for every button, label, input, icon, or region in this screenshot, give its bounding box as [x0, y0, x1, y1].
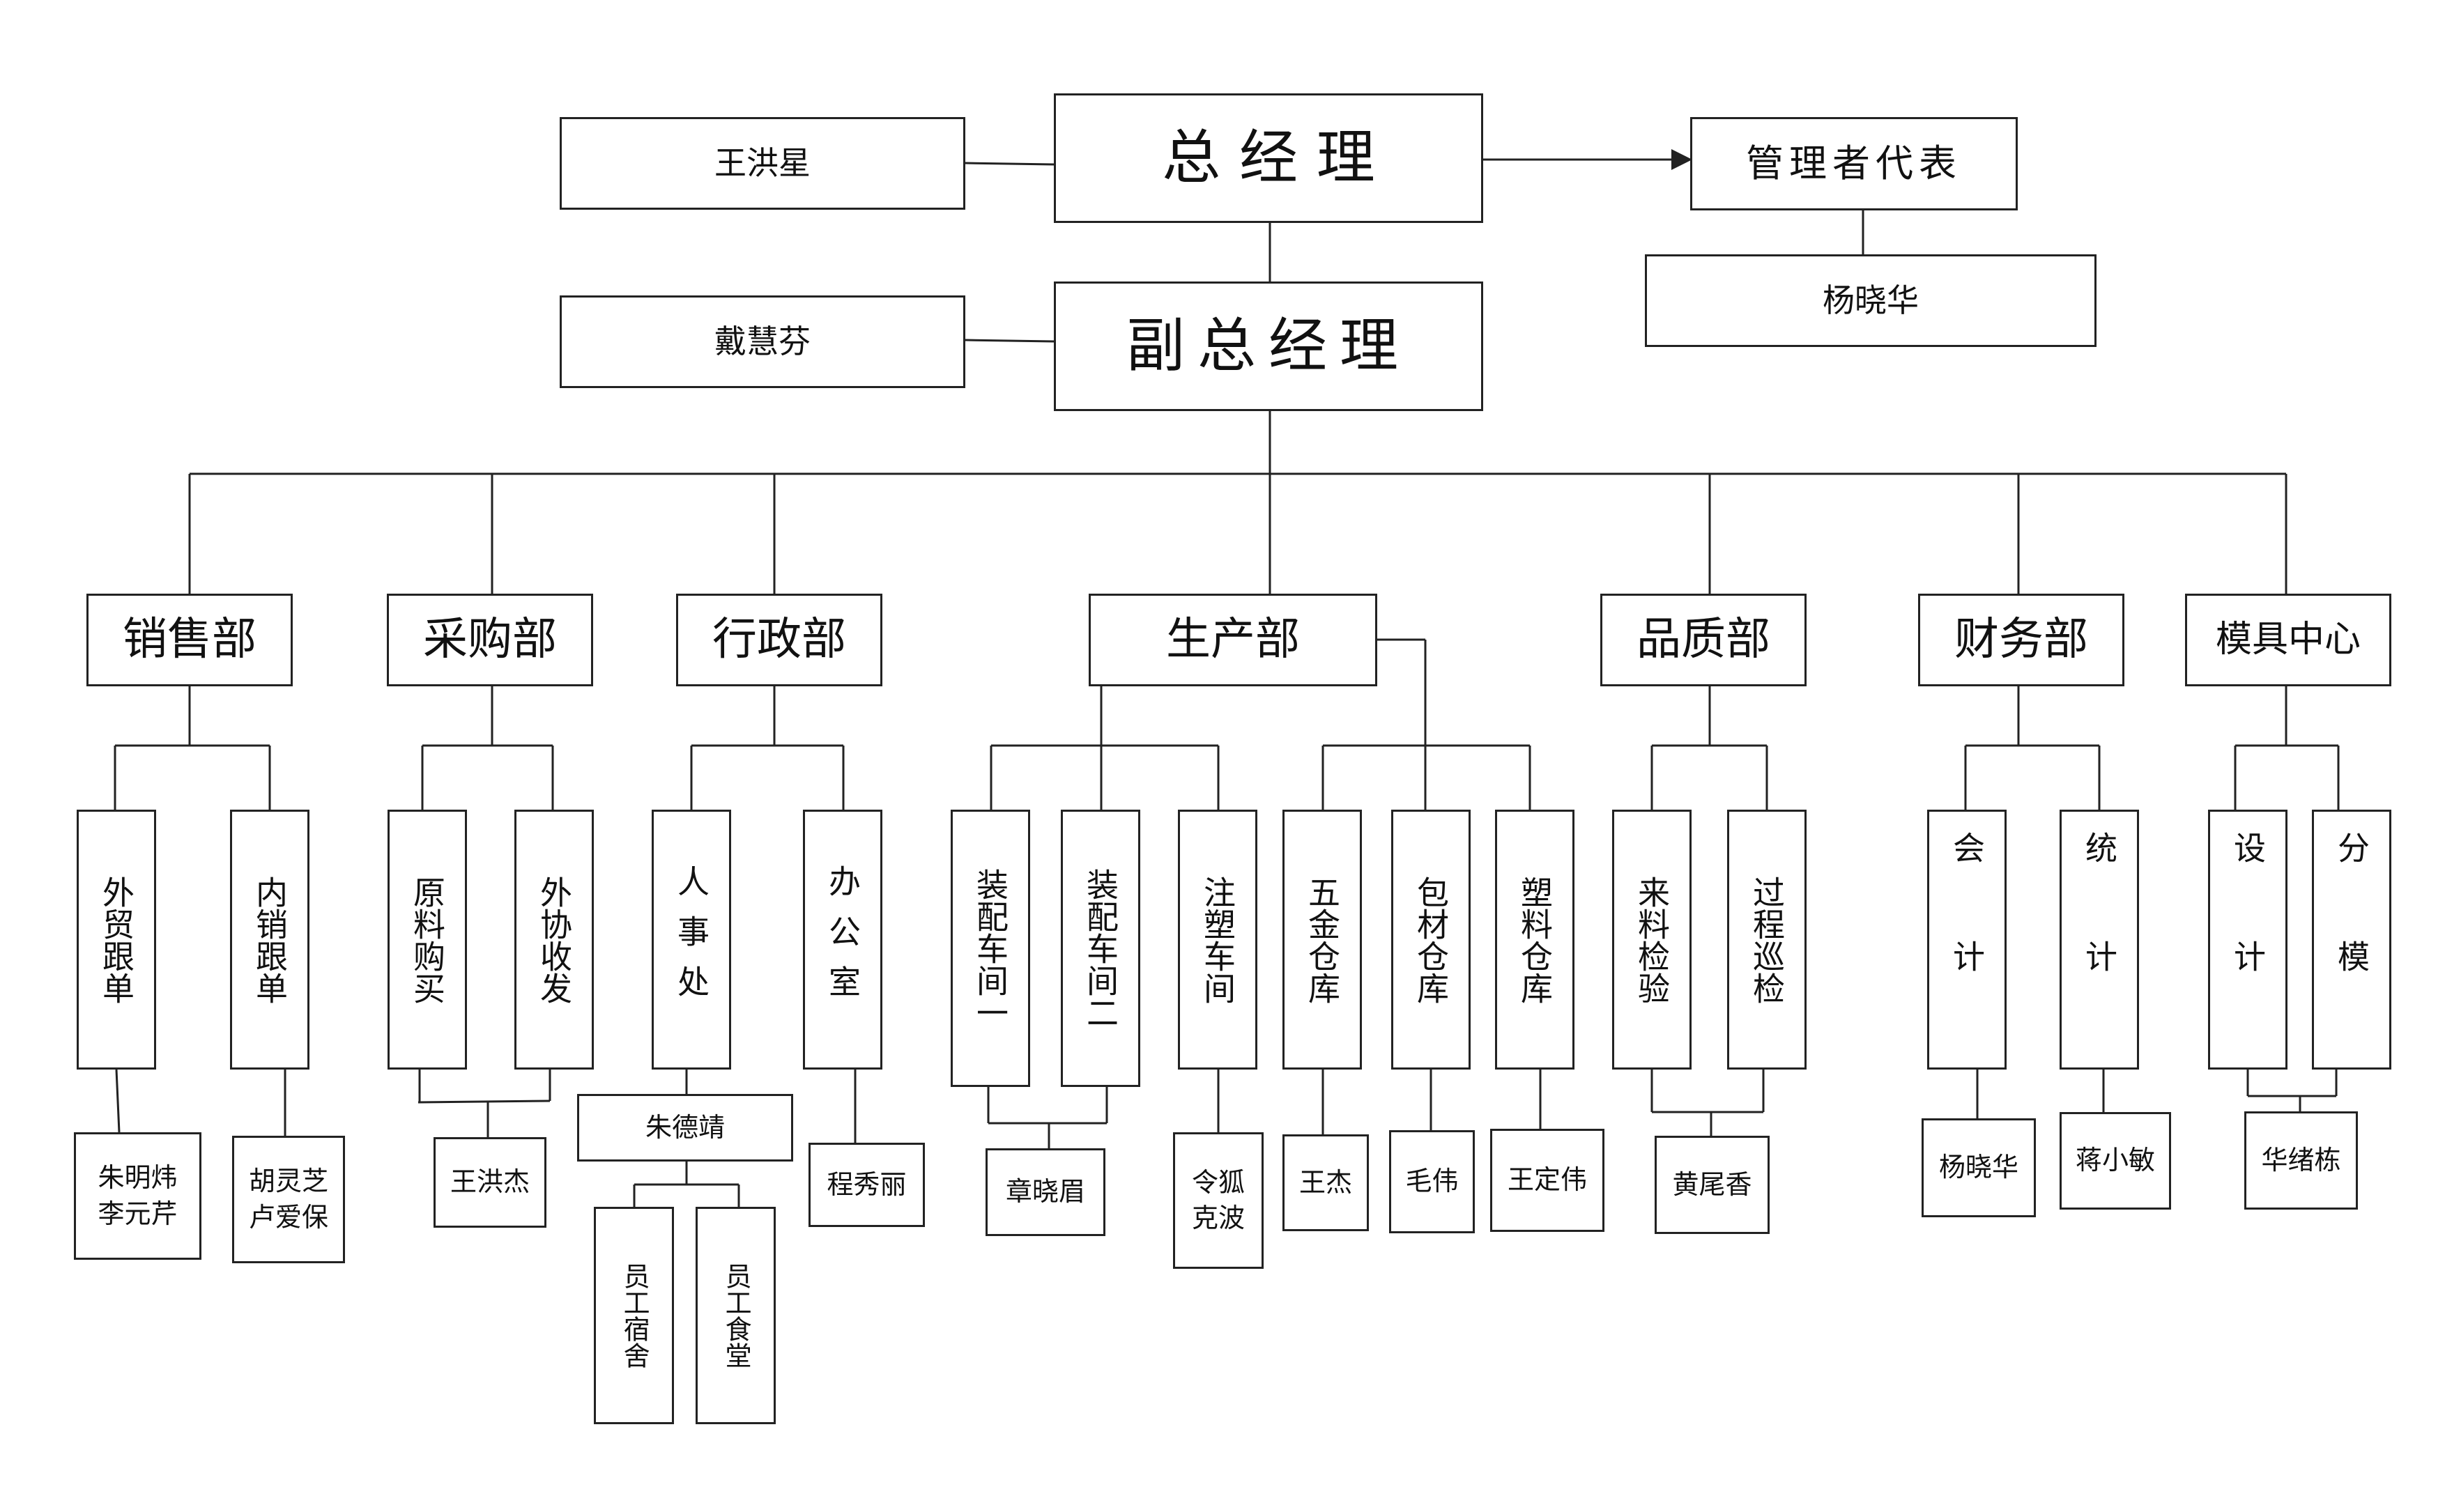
dept-sales: 销售部: [86, 594, 293, 686]
production-warehouse-hardware: 五金仓库: [1282, 810, 1362, 1070]
deputy-gm-box: 副总经理: [1054, 281, 1483, 411]
dept-production: 生产部: [1089, 594, 1377, 686]
finance-unit-statistics-label: 统计: [2080, 831, 2119, 1049]
admin-sub-canteen: 员工食堂: [696, 1207, 776, 1424]
dept-purchasing-label: 采购部: [423, 614, 557, 666]
admin-sub-dorm-label: 员工宿舍: [619, 1263, 650, 1368]
production-plastic-person: 王定伟: [1507, 1164, 1587, 1196]
purchasing-unit-outsource: 外协收发: [514, 810, 594, 1070]
production-injection: 注塑车间: [1178, 810, 1257, 1070]
sales-export-person: 朱明炜 李元芹: [98, 1162, 178, 1229]
admin-office-person-box: 程秀丽: [808, 1143, 925, 1227]
mold-unit-split: 分模: [2312, 810, 2391, 1070]
production-hardware-person-box: 王杰: [1282, 1134, 1369, 1231]
sales-domestic-person: 胡灵芝 卢爱保: [248, 1166, 328, 1233]
production-warehouse-hardware-label: 五金仓库: [1303, 875, 1342, 1004]
quality-person: 黄尾香: [1672, 1168, 1752, 1200]
purchasing-person-box: 王洪杰: [434, 1137, 546, 1228]
sales-domestic-person-box: 胡灵芝 卢爱保: [232, 1136, 345, 1263]
gm-assistant-box: 王洪星: [560, 117, 965, 210]
production-assembly-1-label: 装配车间一: [972, 868, 1010, 1028]
production-injection-person-box: 令狐 克波: [1173, 1132, 1264, 1269]
production-hardware-person: 王杰: [1298, 1166, 1352, 1198]
gm-assistant-name: 王洪星: [714, 144, 811, 183]
dept-mold: 模具中心: [2185, 594, 2391, 686]
dept-sales-label: 销售部: [123, 614, 256, 666]
production-warehouse-plastic: 塑料仓库: [1495, 810, 1574, 1070]
sales-unit-export: 外贸跟单: [77, 810, 156, 1070]
production-warehouse-plastic-label: 塑料仓库: [1516, 875, 1554, 1004]
mold-unit-split-label: 分模: [2333, 831, 2371, 1049]
production-packaging-person: 毛伟: [1405, 1166, 1459, 1197]
production-packaging-person-box: 毛伟: [1389, 1130, 1475, 1233]
production-warehouse-packaging: 包材仓库: [1391, 810, 1471, 1070]
dept-finance: 财务部: [1918, 594, 2124, 686]
management-rep-person: 杨晓华: [1823, 281, 1919, 320]
sales-export-person-box: 朱明炜 李元芹: [74, 1132, 201, 1260]
purchasing-person: 王洪杰: [450, 1166, 530, 1198]
quality-unit-process-label: 过程巡检: [1748, 875, 1786, 1004]
admin-hr-person-box: 朱德靖: [577, 1094, 793, 1162]
quality-unit-incoming-label: 来料检验: [1633, 875, 1671, 1004]
dept-finance-label: 财务部: [1954, 614, 2088, 666]
admin-unit-hr-label: 人事处: [673, 864, 711, 1015]
dept-admin-label: 行政部: [712, 614, 846, 666]
deputy-assistant-name: 戴慧芬: [714, 323, 811, 361]
mold-person: 华绪栋: [2261, 1144, 2341, 1175]
purchasing-unit-raw: 原料购买: [388, 810, 467, 1070]
dept-admin: 行政部: [676, 594, 882, 686]
admin-unit-hr: 人事处: [652, 810, 731, 1070]
deputy-gm-label: 副总经理: [1126, 311, 1411, 380]
dept-quality-label: 品质部: [1637, 614, 1770, 666]
management-rep-title: 管理者代表: [1746, 141, 1962, 185]
mold-unit-design: 设计: [2208, 810, 2287, 1070]
quality-person-box: 黄尾香: [1655, 1136, 1770, 1234]
mold-person-box: 华绪栋: [2244, 1111, 2358, 1210]
admin-unit-office-label: 办公室: [824, 864, 862, 1015]
finance-unit-accounting: 会计: [1927, 810, 2007, 1070]
sales-unit-domestic-label: 内销跟单: [251, 875, 289, 1004]
general-manager-label: 总 经 理: [1162, 123, 1375, 192]
production-injection-label: 注塑车间: [1199, 875, 1237, 1004]
admin-sub-dorm: 员工宿舍: [594, 1207, 674, 1424]
production-assembly-person-box: 章晓眉: [986, 1148, 1105, 1236]
quality-unit-incoming: 来料检验: [1612, 810, 1692, 1070]
finance-statistics-person-box: 蒋小敏: [2060, 1112, 2171, 1210]
finance-accounting-person: 杨晓华: [1938, 1152, 2018, 1183]
management-rep-box: 管理者代表: [1690, 117, 2018, 210]
production-warehouse-packaging-label: 包材仓库: [1412, 875, 1450, 1004]
dept-mold-label: 模具中心: [2215, 619, 2361, 661]
production-assembly-2-label: 装配车间二: [1082, 868, 1120, 1028]
purchasing-unit-outsource-label: 外协收发: [535, 875, 574, 1004]
sales-unit-domestic: 内销跟单: [230, 810, 309, 1070]
finance-accounting-person-box: 杨晓华: [1922, 1118, 2036, 1217]
sales-unit-export-label: 外贸跟单: [98, 875, 136, 1004]
production-assembly-1: 装配车间一: [951, 810, 1030, 1087]
production-assembly-2: 装配车间二: [1061, 810, 1140, 1087]
purchasing-unit-raw-label: 原料购买: [408, 875, 447, 1004]
quality-unit-process: 过程巡检: [1727, 810, 1807, 1070]
dept-quality: 品质部: [1600, 594, 1807, 686]
production-assembly-person: 章晓眉: [1005, 1176, 1085, 1208]
general-manager-box: 总 经 理: [1054, 93, 1483, 223]
admin-unit-office: 办公室: [803, 810, 882, 1070]
finance-statistics-person: 蒋小敏: [2075, 1145, 2155, 1176]
dept-production-label: 生产部: [1166, 614, 1300, 666]
dept-purchasing: 采购部: [387, 594, 593, 686]
finance-unit-accounting-label: 会计: [1948, 831, 1986, 1049]
mold-unit-design-label: 设计: [2229, 831, 2267, 1049]
admin-office-person: 程秀丽: [827, 1168, 907, 1200]
finance-unit-statistics: 统计: [2060, 810, 2139, 1070]
deputy-assistant-box: 戴慧芬: [560, 295, 965, 388]
admin-hr-person: 朱德靖: [645, 1111, 725, 1143]
production-injection-person: 令狐 克波: [1191, 1166, 1245, 1233]
management-rep-person-box: 杨晓华: [1645, 254, 2097, 347]
admin-sub-canteen-label: 员工食堂: [721, 1263, 752, 1368]
production-plastic-person-box: 王定伟: [1490, 1129, 1604, 1232]
